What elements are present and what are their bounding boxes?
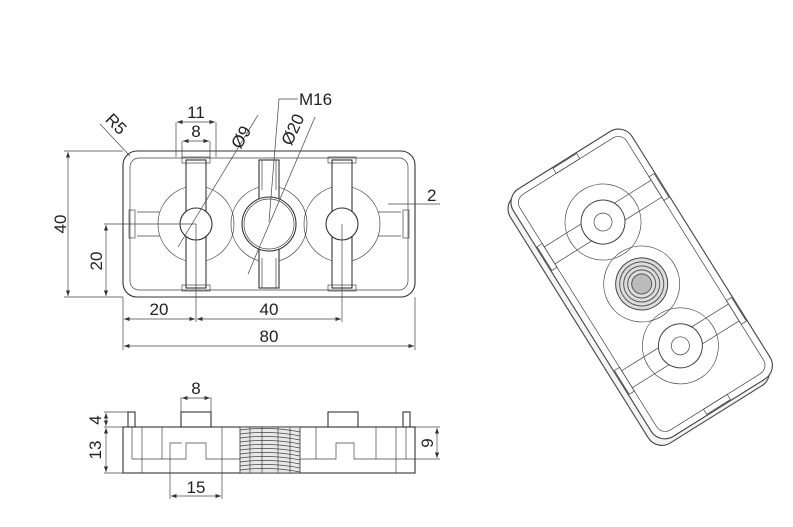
label-thread-m16: M16: [299, 90, 332, 109]
dim-height-13: 13: [86, 441, 105, 460]
dim-depth-9: 9: [418, 438, 437, 447]
dim-half-height-20: 20: [87, 252, 106, 271]
side-view: 4 13 9 8 15: [86, 379, 440, 499]
isometric-view: [507, 128, 773, 446]
slot-top-left: [181, 156, 211, 164]
leader-d9: [177, 114, 259, 248]
side-tab-left: [127, 411, 136, 428]
leader-d20: [247, 116, 316, 275]
iso-left-hole: [580, 199, 626, 245]
dim-slot-8: 8: [191, 122, 200, 141]
dim-height-40: 40: [51, 215, 70, 234]
dim-slot-11: 11: [187, 103, 205, 122]
side-tab-center-left: [180, 411, 212, 428]
dim-wall-2: 2: [427, 186, 436, 205]
dim-radius-r5: R5: [101, 110, 130, 139]
slot-top-right: [327, 156, 357, 164]
top-view: 40 20 20 40 80 11 8 Ø9 Ø20 M16 R5 2: [51, 90, 440, 350]
side-tab-right: [402, 411, 411, 428]
iso-right-hole: [657, 323, 703, 369]
thread-section: [239, 426, 301, 474]
iso-threaded-bore: [615, 257, 669, 311]
dim-tab-width-8: 8: [191, 379, 200, 398]
slot-right: [402, 209, 410, 239]
leader-m16: [268, 98, 298, 223]
side-tab-center-right: [327, 411, 359, 428]
leader-r5: [99, 123, 131, 157]
dim-slot-15: 15: [187, 478, 206, 497]
dim-offset-20: 20: [150, 300, 169, 319]
dim-tab-4: 4: [86, 415, 105, 424]
dim-width-80: 80: [260, 327, 279, 346]
dim-pitch-40: 40: [260, 300, 279, 319]
